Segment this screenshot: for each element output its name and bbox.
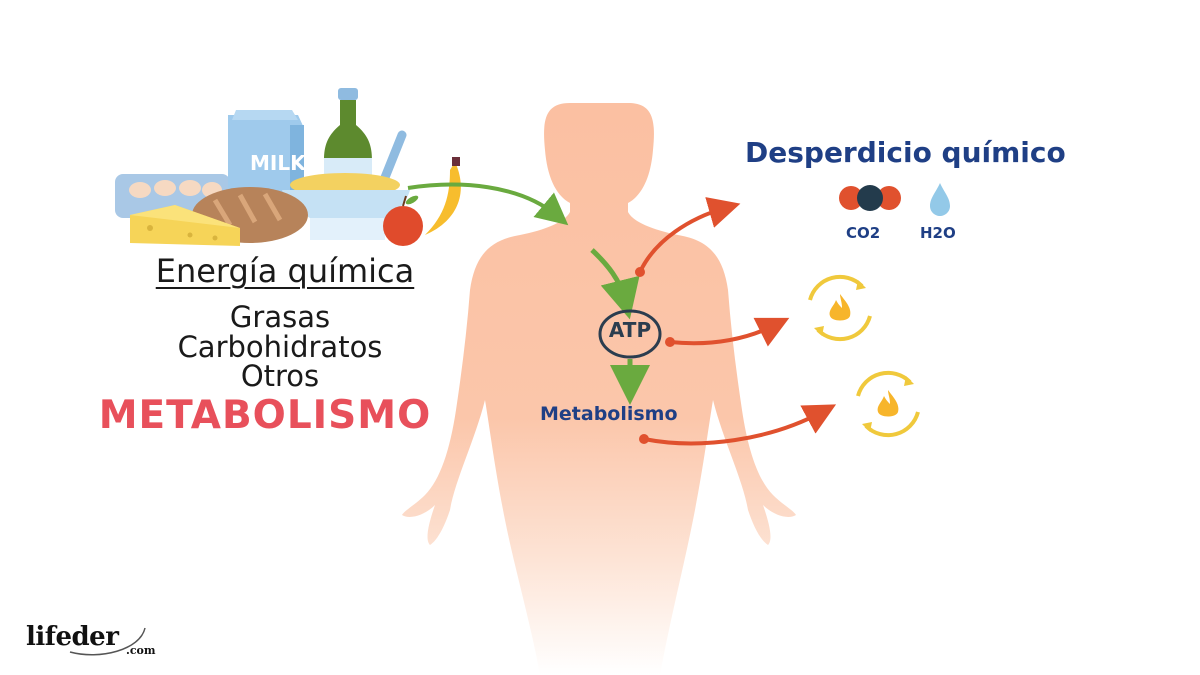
- logo-suffix: .com: [126, 644, 156, 657]
- human-body-silhouette: [402, 103, 796, 675]
- logo-swoosh: [69, 627, 146, 656]
- svg-text:MILK: MILK: [250, 151, 307, 175]
- atp-heat-arrow: [669, 317, 790, 347]
- energy-title: Energía química: [155, 252, 415, 290]
- apple-icon: [383, 195, 423, 246]
- cereal-bowl-icon: [282, 173, 410, 240]
- food-to-body-arrow: [407, 182, 569, 226]
- nutrient-fats: Grasas: [229, 300, 331, 334]
- banana-icon: [425, 157, 461, 235]
- co2-label: CO2: [846, 224, 881, 242]
- metabolism-headline: METABOLISMO: [98, 393, 432, 438]
- waste-arrow: [638, 197, 741, 273]
- bottle-icon: [324, 88, 372, 185]
- to-atp-arrow: [590, 248, 640, 320]
- nutrient-others: Otros: [240, 359, 320, 393]
- metabolism-heat-arrow: [643, 404, 837, 446]
- nutrient-carbohydrates: Carbohidratos: [177, 330, 383, 364]
- heat-cycle-icon: [856, 370, 920, 438]
- metabolism-label: Metabolismo: [540, 403, 678, 425]
- heat-cycle-icon: [808, 274, 872, 342]
- atp-label: ATP: [608, 318, 652, 342]
- atp-circle: [598, 309, 662, 359]
- waste-title: Desperdicio químico: [745, 136, 1066, 169]
- co2-molecule-icon: [839, 185, 901, 211]
- h2o-label: H2O: [920, 224, 956, 242]
- water-drop-icon: [930, 183, 950, 216]
- cheese-icon: [130, 205, 240, 246]
- food-illustration: MILK: [115, 88, 461, 246]
- logo: lifeder: [26, 622, 119, 652]
